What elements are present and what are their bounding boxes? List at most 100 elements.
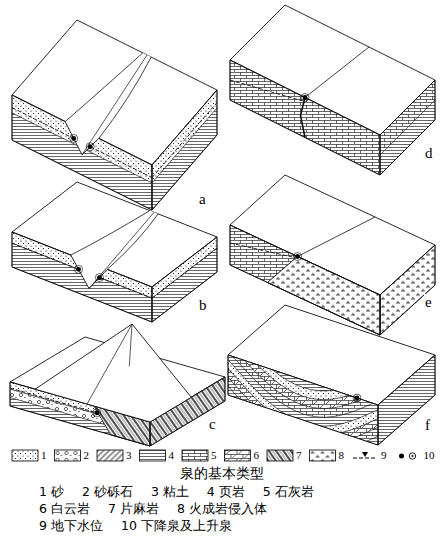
rock-layer	[380, 100, 435, 175]
rock-layer	[230, 60, 380, 175]
legend-number: 2	[83, 449, 91, 461]
spring-ring	[93, 409, 101, 417]
legend-explanation-holder: 9 地下水位	[38, 518, 104, 533]
valley-slope	[107, 214, 158, 270]
water-table	[230, 243, 295, 258]
fault-line	[301, 98, 306, 138]
spring-symbol	[76, 267, 81, 272]
figure-letter-holder: b	[198, 297, 208, 314]
block-outline	[152, 90, 217, 210]
spring-ring	[75, 265, 83, 273]
spring-symbol	[412, 455, 414, 457]
figure-letter-holder: e	[424, 294, 433, 311]
contact-trace	[298, 217, 376, 257]
valley-cut	[65, 53, 151, 155]
legend-number-holder: 4	[168, 449, 176, 462]
pattern-swatch	[310, 450, 336, 461]
figure-letter: a	[198, 191, 207, 207]
spring-ring	[353, 394, 361, 402]
fold-layers	[228, 307, 378, 470]
legend-explanation: 10 下降泉及上升泉	[120, 518, 233, 533]
spring-symbol	[399, 454, 404, 459]
valley-wall	[65, 122, 99, 155]
legend-number-holder: 5	[210, 449, 218, 462]
legend-explanation-holder: 7 片麻岩	[107, 501, 160, 516]
legend-explanation-holder: 1 砂	[38, 484, 65, 499]
legend-swatch	[310, 450, 336, 461]
ridge-line	[129, 324, 132, 366]
figure-letter-holder: d	[424, 145, 434, 162]
water-table	[12, 108, 74, 139]
pattern-swatch	[140, 450, 166, 461]
fault-trace	[305, 47, 369, 98]
legend-explanation: 5 石灰岩	[262, 484, 315, 499]
figure-letter: e	[424, 294, 433, 310]
legend-number: 7	[295, 449, 303, 461]
water-table	[10, 388, 97, 413]
legend-explanation: 3 粘土	[150, 484, 190, 499]
spring-ring	[70, 134, 78, 142]
water-table	[230, 80, 302, 101]
pattern-swatch	[267, 450, 293, 461]
block-outline	[152, 237, 217, 322]
rock-layer	[152, 108, 217, 210]
pattern-swatch	[55, 450, 81, 461]
valley-slope	[65, 53, 143, 122]
pattern-swatch	[182, 450, 208, 461]
block-outline	[230, 60, 380, 175]
legend-swatch	[182, 450, 208, 461]
figure-letter: c	[208, 416, 217, 432]
legend-number-holder: 2	[83, 449, 91, 462]
spring-ring	[301, 94, 309, 102]
legend-explanation: 1 砂	[38, 484, 65, 499]
block-diagram	[10, 324, 225, 446]
legend-swatch	[12, 450, 38, 461]
title-holder: 泉的基本类型	[0, 465, 443, 482]
legend-explanation-holder: 5 石灰岩	[262, 484, 315, 499]
legend-explanation: 6 白云岩	[38, 501, 91, 516]
legend-explanation-holder: 2 砂砾石	[81, 484, 134, 499]
figure-title: 泉的基本类型	[179, 465, 265, 481]
spring-symbol	[409, 453, 415, 459]
legend-number-holder: 7	[295, 449, 303, 462]
block-outline	[12, 232, 152, 322]
legend-explanation: 2 砂砾石	[81, 484, 134, 499]
legend-number: 8	[338, 449, 346, 461]
legend-number: 10	[423, 449, 436, 461]
legend-number-holder: 6	[253, 449, 261, 462]
figure-letter-holder: c	[208, 416, 217, 433]
spring-symbol	[97, 275, 102, 280]
legend-number-holder: 10	[423, 449, 436, 462]
block-outline	[380, 80, 435, 175]
figure-letter-holder: a	[198, 191, 207, 208]
stream-line	[82, 55, 147, 155]
legend-explanation-holder: 4 页岩	[206, 484, 246, 499]
valley-wall	[71, 255, 107, 288]
spring-symbol	[71, 136, 76, 141]
pattern-swatch	[97, 450, 123, 461]
legend-number: 6	[253, 449, 261, 461]
legend-swatch	[225, 450, 251, 461]
legend-number-holder: 9	[380, 449, 388, 462]
spring-symbol	[295, 254, 300, 259]
figure-letter: b	[198, 297, 208, 313]
legend-swatch	[353, 452, 377, 458]
pattern-swatch	[225, 450, 251, 461]
legend-number-holder: 3	[125, 449, 133, 462]
block-diagram	[12, 182, 217, 322]
block-outline	[228, 355, 378, 445]
mountain	[35, 324, 191, 422]
ridge-line	[87, 324, 132, 404]
legend-explanation-holder: 8 火成岩侵入体	[176, 501, 268, 516]
legend-number-holder: 8	[338, 449, 346, 462]
spring-symbol	[94, 410, 99, 415]
legend-swatch	[97, 450, 123, 461]
legend-explanation-holder: 10 下降泉及上升泉	[120, 518, 233, 533]
water-table	[152, 248, 217, 298]
water-table	[12, 243, 79, 269]
fold-band	[228, 377, 378, 452]
spring-symbol	[88, 144, 93, 149]
legend-swatch	[140, 450, 166, 461]
